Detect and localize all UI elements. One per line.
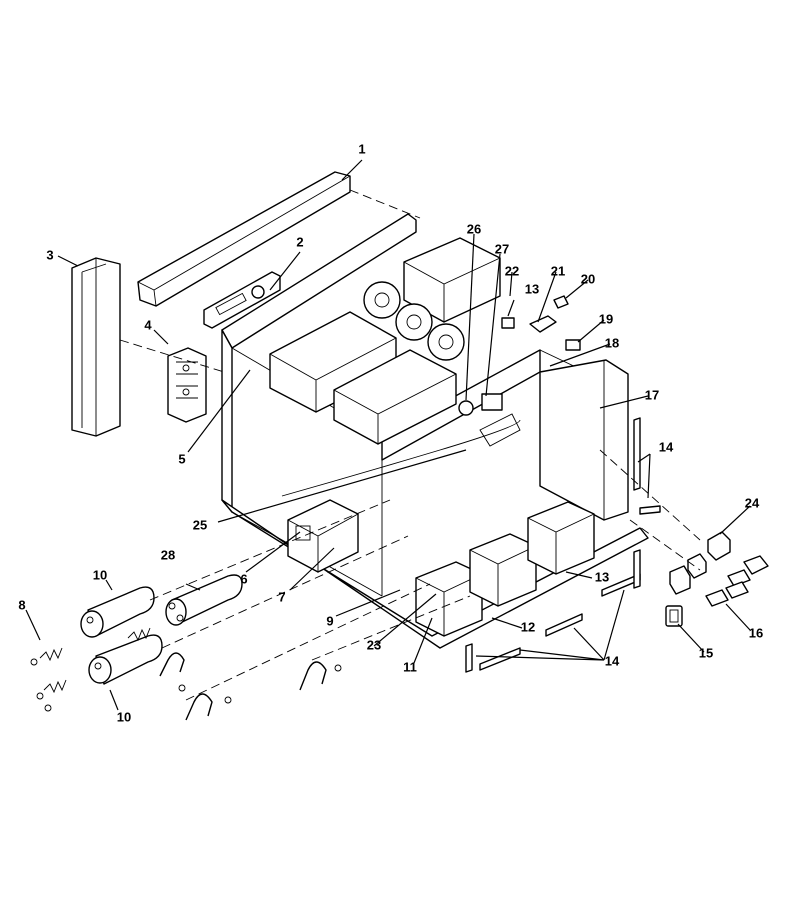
internal-components (269, 237, 501, 445)
part-1-top-cover (137, 171, 351, 307)
part-16-switches (669, 553, 749, 607)
small-hardware-top (458, 295, 581, 416)
callout-12: 12 (521, 619, 535, 634)
callout-9: 9 (326, 613, 333, 628)
part-15-switch (665, 605, 683, 627)
callout-2: 2 (296, 234, 303, 249)
callout-10b: 10 (117, 709, 131, 724)
callout-15: 15 (699, 645, 713, 660)
callout-14a: 14 (659, 439, 674, 454)
part-6-component (287, 499, 359, 573)
callout-13a: 13 (525, 281, 539, 296)
leader-lines (25, 159, 751, 711)
part-24-switches (707, 531, 769, 587)
callout-28: 28 (161, 547, 175, 562)
callout-27: 27 (495, 241, 509, 256)
callout-18: 18 (605, 335, 619, 350)
callout-22: 22 (505, 263, 519, 278)
callout-13b: 13 (595, 569, 609, 584)
callout-labels: 1 2 3 4 5 6 7 8 9 10 10 11 12 13 13 14 1… (18, 141, 763, 724)
callout-26: 26 (467, 221, 481, 236)
callout-7: 7 (278, 589, 285, 604)
callout-11: 11 (403, 659, 417, 674)
part-4-terminal-block (167, 347, 207, 423)
part-3-side-cover (71, 257, 121, 437)
part-10-capacitor-lower (88, 634, 163, 685)
callout-6: 6 (240, 571, 247, 586)
callout-10a: 10 (93, 567, 107, 582)
callout-14b: 14 (605, 653, 620, 668)
part-2-bracket (203, 271, 281, 329)
part-8-springs (30, 627, 151, 712)
callout-21: 21 (551, 263, 565, 278)
callout-25: 25 (193, 517, 207, 532)
part-23-transformers (415, 501, 595, 637)
callout-19: 19 (599, 311, 613, 326)
callout-1: 1 (358, 141, 365, 156)
callout-20: 20 (581, 271, 595, 286)
assembly-lines (119, 189, 701, 701)
callout-16: 16 (749, 625, 763, 640)
part-25-harness (281, 413, 521, 497)
callout-5: 5 (178, 451, 185, 466)
part-10-capacitor-upper (80, 586, 155, 638)
callout-17: 17 (645, 387, 659, 402)
callout-23: 23 (367, 637, 381, 652)
part-28-capacitor (165, 574, 243, 626)
part-14-strips (465, 417, 661, 673)
callout-3: 3 (46, 247, 53, 262)
callout-4: 4 (144, 317, 152, 332)
capacitor-clamps (159, 652, 342, 721)
callout-24: 24 (745, 495, 760, 510)
callout-8: 8 (18, 597, 25, 612)
